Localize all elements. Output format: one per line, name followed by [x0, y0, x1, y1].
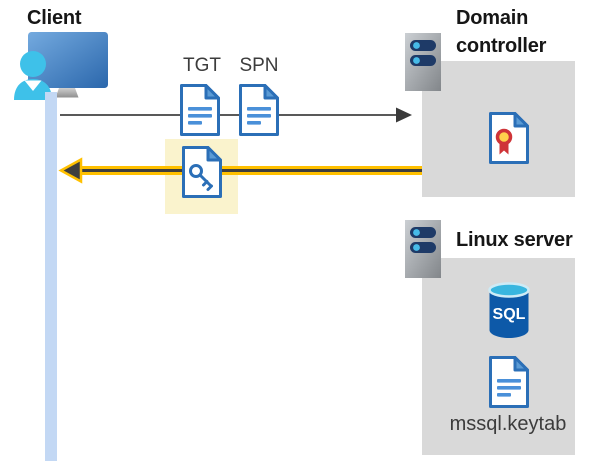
- monitor-icon: [28, 32, 108, 88]
- sql-database-icon: SQL: [488, 282, 530, 338]
- linux-server-label: Linux server: [456, 229, 573, 251]
- domain-controller-label: Domain controller: [456, 7, 547, 57]
- award-ribbon-icon: [495, 128, 513, 155]
- monitor-stand: [55, 88, 79, 98]
- ticket-return-arrow: [58, 157, 422, 184]
- person-icon: [14, 51, 52, 100]
- linux-server-icon: [405, 220, 441, 278]
- spn-label: SPN: [239, 55, 279, 76]
- tgt-label: TGT: [183, 55, 221, 76]
- domain-controller-server-icon: [405, 33, 441, 91]
- certificate-document-icon: [489, 112, 529, 164]
- tgt-document-icon: [180, 84, 220, 136]
- client-label: Client: [27, 7, 82, 29]
- keytab-filename-label: mssql.keytab: [449, 413, 567, 435]
- client-lifeline-bar: [45, 92, 57, 461]
- keytab-document-icon: [489, 356, 529, 408]
- client-user-computer-icon: [14, 32, 108, 100]
- service-ticket-key-document-icon: [182, 146, 222, 198]
- sql-label: SQL: [493, 306, 526, 323]
- spn-document-icon: [239, 84, 279, 136]
- request-arrow: [60, 107, 412, 123]
